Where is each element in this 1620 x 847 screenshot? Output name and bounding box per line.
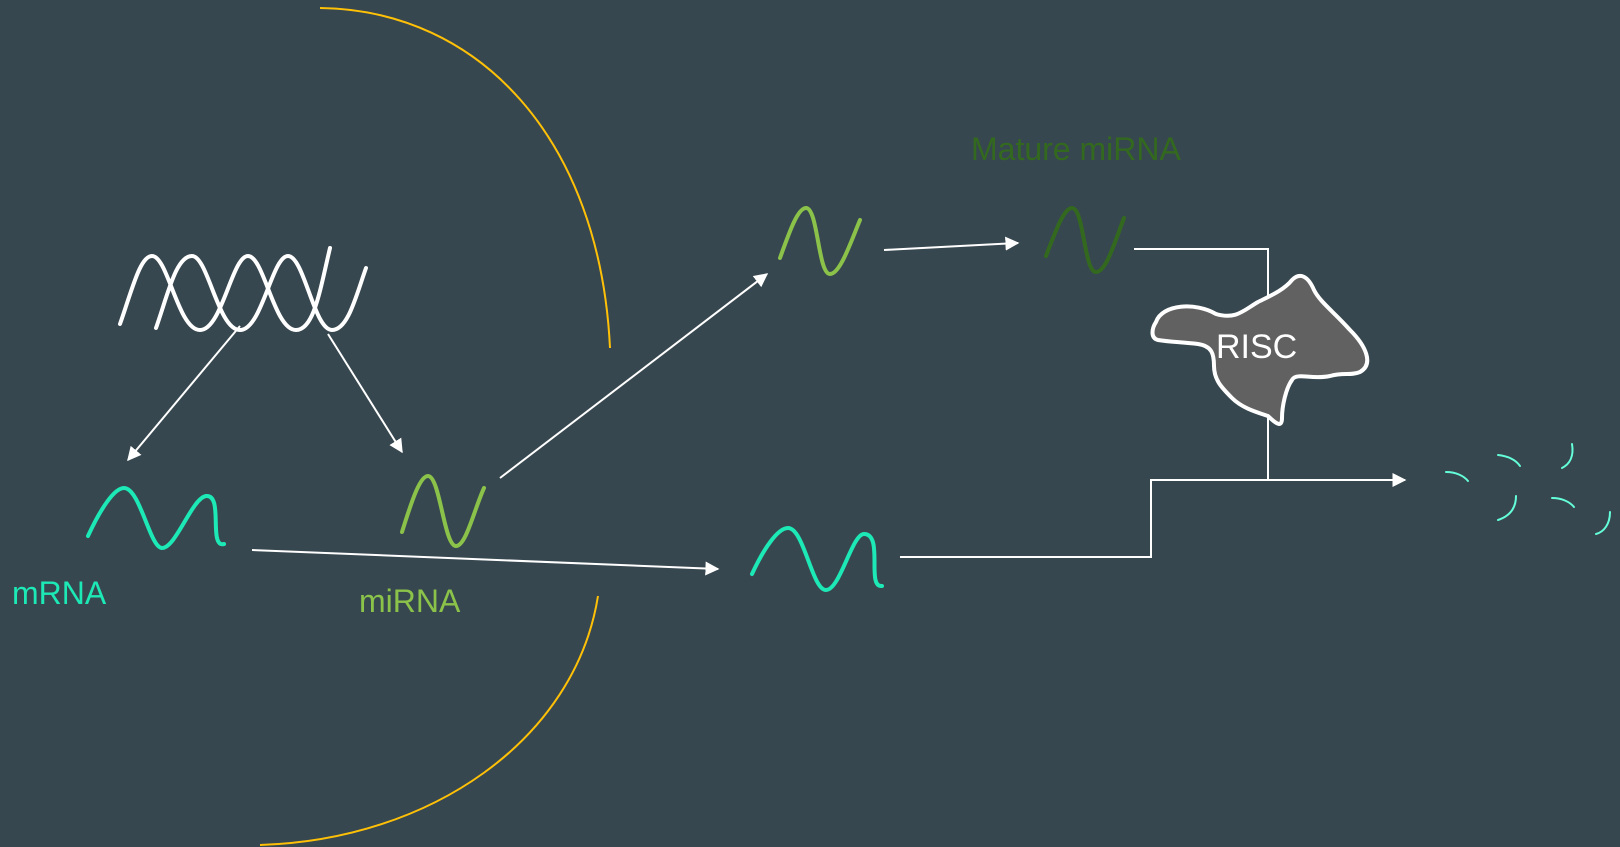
mature-mirna-strand-icon — [1046, 208, 1124, 272]
maturation-arrow — [884, 243, 1018, 250]
risc-label: RISC — [1216, 330, 1297, 364]
mirna-strand-nucleus-icon — [402, 476, 484, 546]
transcription-arrow-mrna — [128, 326, 240, 460]
mrna-strand-nucleus-icon — [88, 488, 224, 548]
nucleus-membrane-bottom — [260, 596, 598, 845]
mrna-label: mRNA — [12, 577, 106, 609]
mrna-strand-cytoplasm-icon — [752, 528, 882, 590]
degraded-mrna-fragments-icon — [1446, 444, 1610, 534]
mirna-label: miRNA — [359, 585, 460, 617]
mature-mirna-label: Mature miRNA — [971, 133, 1181, 165]
mature-mirna-to-risc-line — [1134, 249, 1268, 296]
nucleus-membrane-top — [320, 8, 610, 348]
mirna-export-arrow — [500, 274, 767, 478]
mirna-strand-cytoplasm-icon — [780, 208, 860, 274]
mrna-to-cleavage-line — [900, 480, 1405, 557]
dna-icon — [120, 248, 366, 330]
transcription-arrow-mirna — [328, 334, 402, 452]
mrna-export-arrow — [252, 550, 718, 569]
